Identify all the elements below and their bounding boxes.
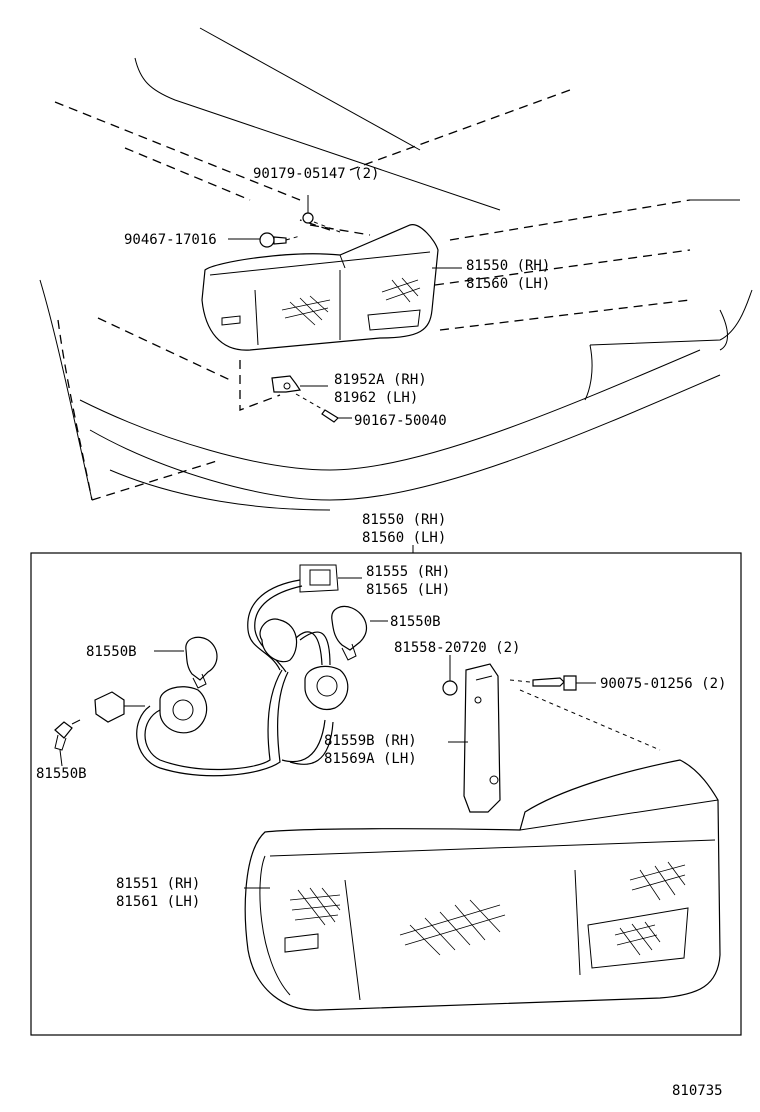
bracket-part: [271, 375, 352, 423]
label-screw-bracket: 90167-50040: [354, 413, 447, 429]
label-screw-side: 90075-01256 (2): [600, 676, 726, 692]
label-lens-rh: 81551 (RH): [116, 876, 200, 892]
wire-harness: [94, 564, 362, 777]
label-socket-lh: 81565 (LH): [366, 582, 450, 598]
label-lens-lh: 81561 (LH): [116, 894, 200, 910]
label-assy-lh: 81560 (LH): [362, 530, 446, 546]
label-gasket-lh: 81569A (LH): [324, 751, 417, 767]
rear-lens: [244, 759, 721, 1011]
label-socket-rh: 81555 (RH): [366, 564, 450, 580]
label-bolt-top: 90179-05147 (2): [253, 166, 379, 182]
gasket-and-fasteners: [442, 655, 661, 813]
label-bulb-left: 81550B: [86, 644, 137, 660]
assembly-frame: [30, 545, 742, 1036]
label-screw-top: 90467-17016: [124, 232, 217, 248]
label-bulb-right: 81550B: [390, 614, 441, 630]
label-nut: 81558-20720 (2): [394, 640, 520, 656]
bulbs: [54, 605, 388, 767]
top-lamp-housing: [201, 224, 439, 351]
label-assy-rh: 81550 (RH): [362, 512, 446, 528]
label-bracket-lh: 81962 (LH): [334, 390, 418, 406]
label-lamp-top-lh: 81560 (LH): [466, 276, 550, 292]
diagram-id: 810735: [672, 1083, 723, 1099]
label-gasket-rh: 81559B (RH): [324, 733, 417, 749]
label-bulb-small: 81550B: [36, 766, 87, 782]
label-bracket-rh: 81952A (RH): [334, 372, 427, 388]
label-lamp-top-rh: 81550 (RH): [466, 258, 550, 274]
top-fasteners: [228, 195, 462, 269]
car-body-outline: [39, 27, 753, 511]
